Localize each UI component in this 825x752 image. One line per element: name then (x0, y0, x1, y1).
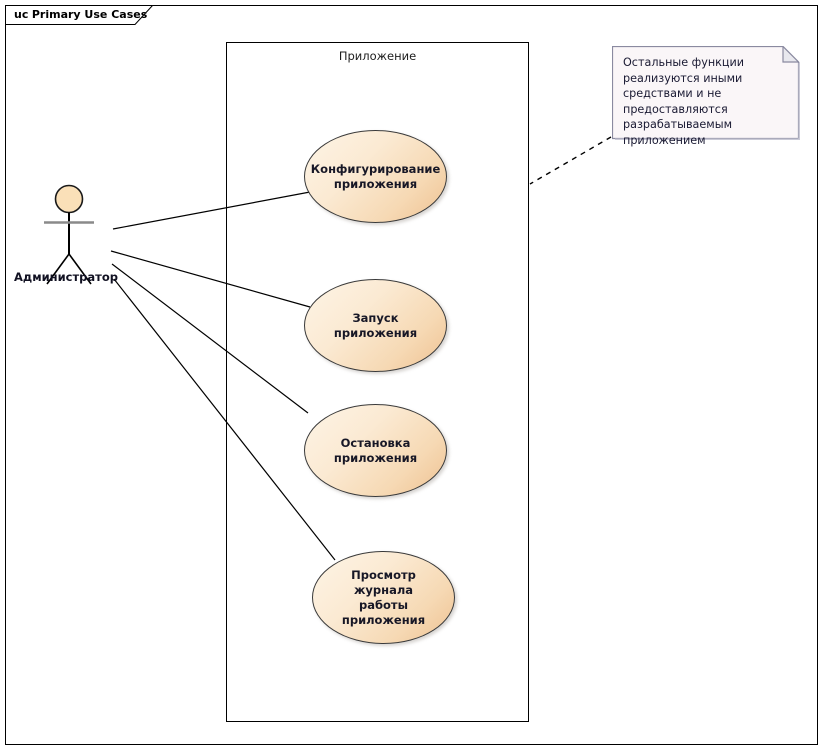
frame-tab-shape (5, 5, 153, 25)
usecase-label: Запуск приложения (333, 310, 418, 340)
stick-figure-actor-icon (44, 184, 94, 285)
usecase-label: Просмотр журнала работы приложения (341, 567, 426, 627)
usecase-label: Конфигурирование приложения (310, 161, 441, 191)
note-text: Остальные функции реализуются иными сред… (623, 56, 745, 147)
frame-tab-name: Primary Use Cases (31, 8, 148, 21)
usecase-stop-application[interactable]: Остановка приложения (304, 404, 447, 497)
actor-administrator[interactable] (20, 178, 130, 290)
usecase-configure-application[interactable]: Конфигурирование приложения (304, 130, 447, 223)
diagram-frame-tab[interactable]: uc Primary Use Cases (5, 5, 153, 25)
note-shape-with-folded-corner (612, 46, 800, 140)
usecase-start-application[interactable]: Запуск приложения (304, 279, 447, 372)
system-boundary-label: Приложение (338, 49, 417, 63)
usecase-label: Остановка приложения (333, 435, 418, 465)
note-comment[interactable]: Остальные функции реализуются иными сред… (612, 46, 800, 147)
usecase-view-application-log[interactable]: Просмотр журнала работы приложения (312, 551, 455, 644)
frame-tab-kind: uc (14, 8, 29, 21)
actor-label: Администратор (14, 270, 118, 284)
frame-tab-label: uc Primary Use Cases (14, 8, 147, 22)
